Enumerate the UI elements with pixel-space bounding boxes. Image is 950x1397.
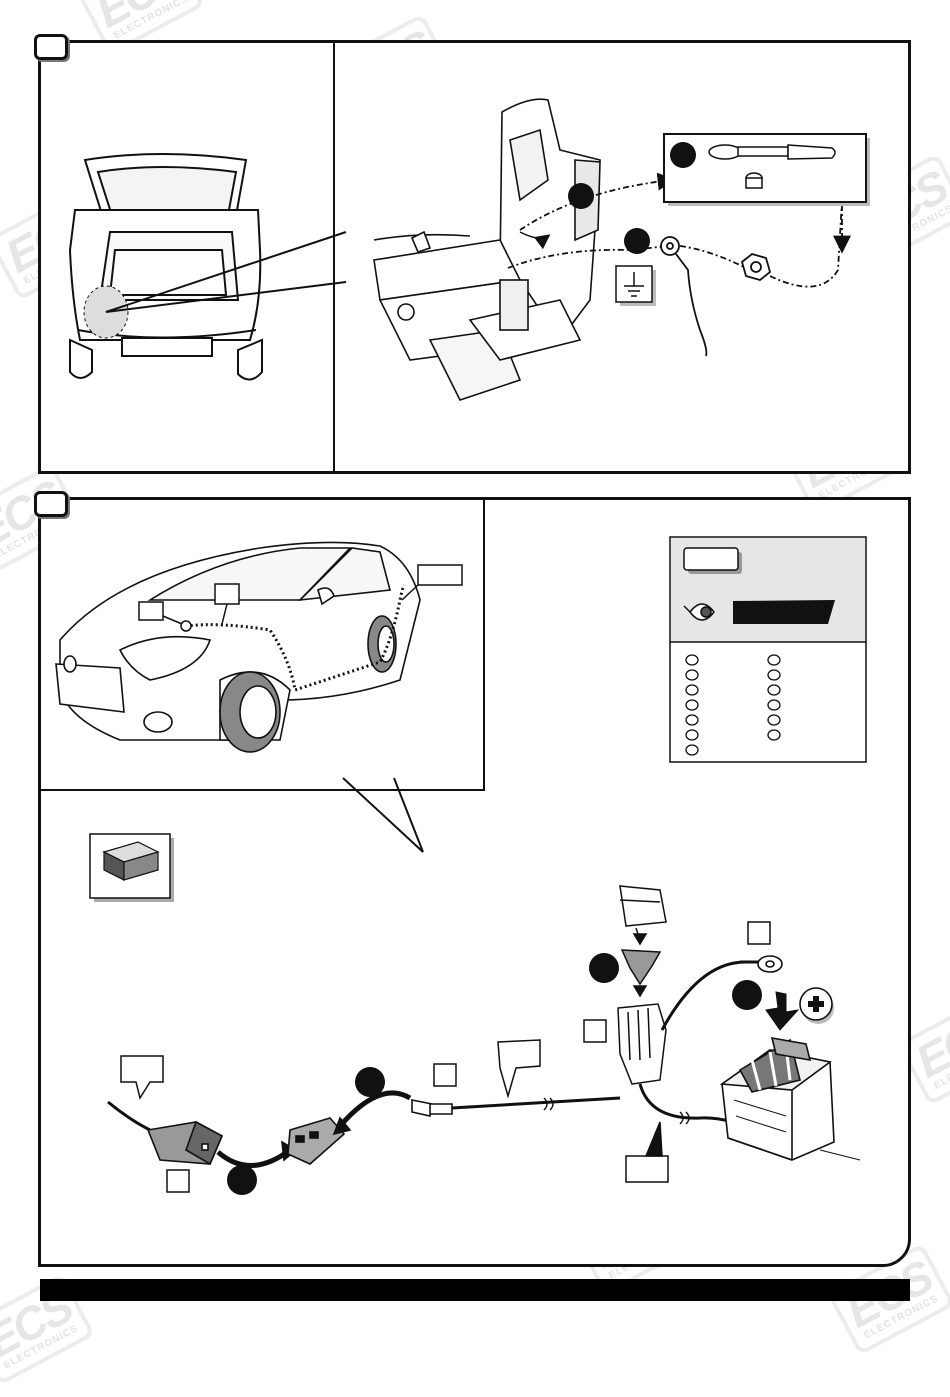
nut-icon	[740, 253, 772, 281]
callout-box	[583, 921, 771, 1183]
step-number-circle	[568, 183, 594, 209]
step-number-circle	[732, 980, 762, 1010]
battery-icon	[719, 1036, 861, 1161]
fuse-holder	[617, 885, 781, 1142]
step-number-circle	[589, 953, 619, 983]
ratchet-wrench-icon	[663, 133, 870, 206]
callout-box	[138, 564, 463, 625]
arrow-down-icon	[765, 991, 800, 1031]
car-inset-frame	[40, 499, 485, 791]
info-panel	[669, 536, 867, 763]
footer-bar	[40, 1279, 910, 1301]
step2-tab	[34, 491, 68, 517]
module-icon	[89, 833, 174, 902]
eye-icon	[683, 603, 715, 621]
trunk-interior	[373, 98, 601, 401]
ground-icon	[615, 265, 656, 306]
car-front-view	[55, 541, 421, 753]
step-number-circle	[355, 1067, 385, 1097]
instruction-illustrations	[40, 42, 870, 1195]
relay-connector-assembly	[107, 1090, 621, 1168]
step-number-circle	[624, 228, 650, 254]
callout-box	[120, 1039, 541, 1193]
battery-terminal	[740, 955, 783, 973]
ring-terminal	[660, 236, 708, 357]
step1-tab	[34, 34, 68, 60]
car-rear-view	[68, 153, 263, 381]
step-number-circle	[227, 1165, 257, 1195]
plus-icon	[799, 987, 834, 1024]
